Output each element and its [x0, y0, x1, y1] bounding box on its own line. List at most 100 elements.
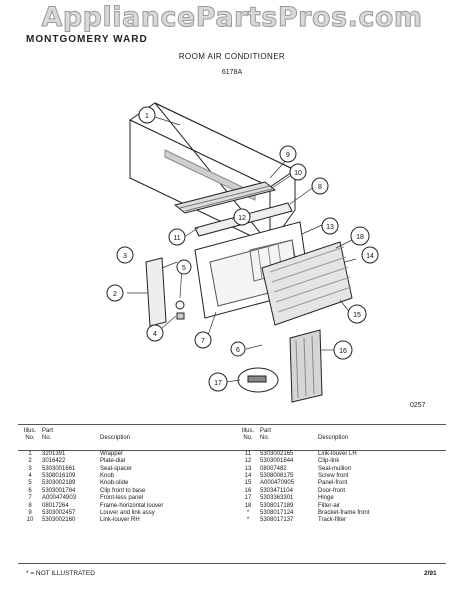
description-cell: Louver and link assy	[100, 510, 155, 517]
part-number-cell: 5308017137	[260, 517, 294, 524]
illus-cell: 17	[244, 495, 252, 502]
table-header-row: Illus. Part	[18, 428, 240, 435]
callout-labels: 1 2 3 4 5 6 7 8 9 10 11 12 13 14 15 16 1…	[113, 113, 374, 387]
callout-5: 5	[182, 265, 186, 272]
illus-header: Illus.	[23, 428, 37, 434]
callout-6: 6	[236, 347, 240, 354]
part-no-header: No.	[260, 435, 270, 442]
callout-markers	[106, 106, 379, 392]
table-top-rule	[18, 424, 446, 425]
callout-3: 3	[123, 253, 127, 260]
part-header: Part	[42, 428, 54, 434]
table-row: 14 5308008175 Screw front	[236, 473, 458, 480]
description-header: Description	[100, 435, 131, 442]
description-cell: Link-louver RH	[100, 517, 140, 524]
table-row: * 5308017137 Track-filter	[236, 517, 458, 524]
illus-cell: 5	[28, 480, 32, 487]
description-cell: Knob	[100, 473, 115, 480]
illus-cell: 14	[244, 473, 252, 480]
description-cell: Clip front to base	[100, 487, 146, 494]
description-cell: Door-front	[318, 487, 346, 494]
callout-9: 9	[286, 152, 290, 159]
description-cell: Wrapper	[100, 450, 123, 457]
callout-18: 18	[356, 234, 364, 241]
table-row: 16 5303471104 Door-front	[236, 488, 458, 495]
door-part	[289, 329, 323, 403]
illus-cell: 18	[244, 502, 252, 509]
callout-1: 1	[145, 113, 149, 120]
illus-cell: 6	[28, 487, 32, 494]
callout-12: 12	[238, 215, 246, 222]
description-cell: Link-louver LH	[318, 450, 357, 457]
illus-cell: 4	[28, 473, 32, 480]
page-title: ROOM AIR CONDITIONER	[178, 52, 286, 61]
description-cell: Screw front	[318, 473, 349, 480]
exploded-diagram: 1 2 3 4 5 6 7 8 9 10 11 12 13 14 15 16 1…	[106, 102, 379, 403]
part-number-cell: 08017264	[42, 502, 69, 509]
callout-10: 10	[294, 170, 302, 177]
callout-16: 16	[339, 348, 347, 355]
hinge-detail	[237, 367, 279, 393]
description-cell: Track-filter	[318, 517, 347, 524]
part-number-cell: 5303471104	[260, 487, 293, 494]
table-row: 2 3016422 Plate-dial	[18, 458, 240, 465]
description-cell: Frame-horizontal louver	[100, 502, 164, 509]
table-header-rule	[18, 450, 446, 451]
part-no-header: No.	[42, 435, 52, 442]
part-number-cell: A000474903	[42, 495, 77, 502]
part-header: Part	[260, 428, 272, 434]
part-number-cell: 08007482	[260, 465, 287, 472]
callout-4: 4	[153, 331, 157, 338]
part-number-cell: 5303002160	[42, 517, 76, 524]
part-number-cell: 5308016109	[42, 473, 76, 480]
part-number-cell: 5303001784	[42, 487, 76, 494]
callout-11: 11	[173, 235, 180, 242]
illus-cell: 2	[28, 458, 32, 465]
revision-date: 2/91	[424, 570, 437, 577]
part-number-cell: 5308008175	[260, 473, 294, 480]
part-number-cell: A000470905	[260, 480, 295, 487]
illus-header: Illus.	[241, 428, 255, 434]
illus-cell: 3	[28, 465, 32, 472]
callout-2: 2	[113, 291, 117, 298]
part-number-cell: 5308017189	[260, 502, 294, 509]
table-header-row: No. No. Description	[236, 435, 458, 442]
part-number-cell: 5303002189	[42, 480, 76, 487]
illus-cell: *	[246, 517, 250, 524]
illus-cell: 16	[244, 487, 252, 494]
callout-7: 7	[201, 338, 205, 345]
part-number-cell: 5303001661	[42, 465, 76, 472]
illus-cell: 7	[28, 495, 32, 502]
part-number-cell: 5303002165	[260, 450, 294, 457]
description-cell: Hinge	[318, 495, 334, 502]
callout-13: 13	[326, 224, 334, 231]
part-number-cell: 3016422	[42, 458, 66, 465]
brand-label: MONTGOMERY WARD	[26, 34, 148, 45]
figure-number: 0257	[410, 402, 426, 409]
illus-cell: 11	[244, 450, 252, 457]
callout-15: 15	[353, 312, 361, 319]
table-row: 6 5303001784 Clip front to base	[18, 488, 240, 495]
filter-part	[261, 241, 353, 326]
callout-8: 8	[318, 184, 322, 191]
callout-14: 14	[366, 253, 374, 260]
illus-cell: 15	[244, 480, 252, 487]
description-cell: Panel-front	[318, 480, 348, 487]
description-cell: Plate-dial	[100, 458, 126, 465]
illus-no-header: No.	[25, 435, 35, 442]
seal-spacer-part	[145, 257, 167, 327]
callout-17: 17	[214, 380, 222, 387]
part-number-cell: 5303002457	[42, 510, 76, 517]
illus-cell: 10	[26, 517, 34, 524]
